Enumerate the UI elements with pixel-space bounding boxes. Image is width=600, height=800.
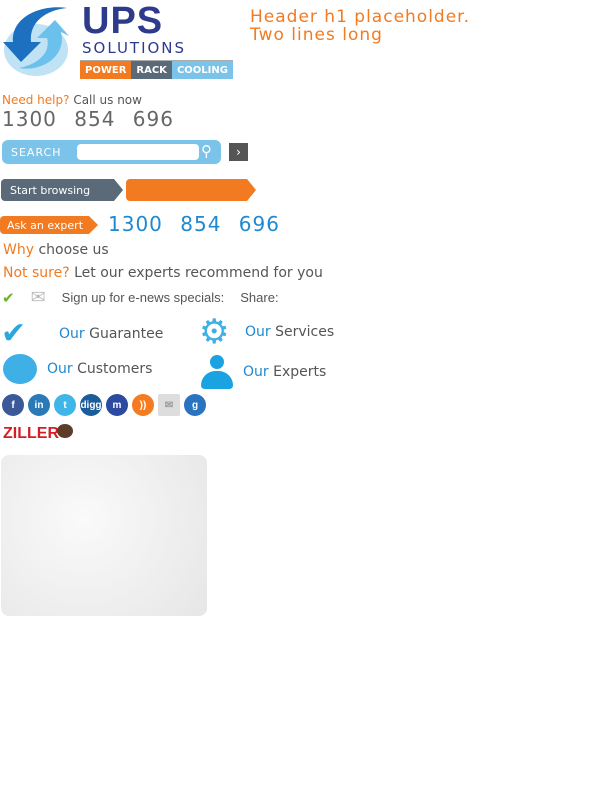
feature-guarantee[interactable]: ✔ Our Guarantee [1,316,163,351]
linkedin-icon[interactable]: in [28,394,50,416]
feature-label: Customers [77,361,153,377]
notsure-prefix: Not sure? [3,265,70,281]
feature-customers[interactable]: Our Customers [3,354,152,384]
help-prefix: Need help? [2,93,70,107]
ziller-logo[interactable]: ZILLER [3,424,73,443]
gear-icon: ⚙ [199,312,230,352]
help-label: Call us now [73,93,142,107]
notsure-text: Let our experts recommend for you [74,265,323,281]
speech-bubble-icon [3,354,37,384]
help-text: Need help? Call us now [2,93,142,107]
tag-cooling: COOLING [171,61,233,79]
feature-prefix: Our [245,324,271,340]
logo-name: UPS [82,0,164,42]
logo-tags: POWER RACK COOLING [80,60,233,79]
google-icon[interactable]: g [184,394,206,416]
signup-link[interactable]: Sign up for e-news specials: [61,290,225,305]
person-icon [201,355,233,389]
title-line-1: Header h1 placeholder. [250,7,471,27]
rss-icon[interactable]: )) [132,394,154,416]
tag-rack: RACK [131,61,172,79]
why-choose-us-heading: Why choose us [3,242,109,259]
tag-power: POWER [80,61,132,79]
search-bar: SEARCH ⚲ [2,140,221,164]
ask-expert-button[interactable]: Ask an expert [0,216,98,234]
expert-phone: 1300 854 696 [108,212,280,236]
signup-row: ✔ ✉ Sign up for e-news specials: Share: [0,287,279,308]
content-placeholder-box [1,455,207,616]
myspace-icon[interactable]: m [106,394,128,416]
page-title: Header h1 placeholder.Two lines long [250,8,470,44]
checkmark-icon: ✔ [1,316,27,351]
digg-icon[interactable]: digg [80,394,102,416]
feature-label: Guarantee [89,325,164,342]
why-prefix: Why [3,242,35,258]
search-icon[interactable]: ⚲ [201,142,212,160]
feature-experts[interactable]: Our Experts [201,355,326,389]
feature-prefix: Our [47,361,73,377]
check-icon: ✔ [2,289,15,307]
phone-number: 1300 854 696 [2,107,174,131]
feature-services[interactable]: ⚙ Our Services [199,312,334,352]
start-browsing-button[interactable]: Start browsing [1,179,123,201]
feature-prefix: Our [59,325,85,342]
browse-dropdown-button[interactable] [126,179,256,201]
logo-subtitle: SOLUTIONS [82,39,187,57]
title-line-2: Two lines long [250,25,383,45]
facebook-icon[interactable]: f [2,394,24,416]
twitter-icon[interactable]: t [54,394,76,416]
chevron-right-icon: › [236,145,241,159]
feature-prefix: Our [243,364,269,380]
email-icon[interactable]: ✉ [30,287,46,307]
search-go-button[interactable]: › [229,143,248,161]
search-label: SEARCH [11,146,62,159]
feature-label: Services [275,324,335,340]
ziller-logo-text: ZILLER [3,425,59,442]
not-sure-heading[interactable]: Not sure? Let our experts recommend for … [3,265,323,282]
share-label: Share: [240,290,279,305]
logo-swirl-icon [1,2,71,78]
feature-label: Experts [273,364,327,380]
why-text: choose us [38,242,109,258]
search-input[interactable] [77,144,199,160]
email-icon[interactable]: ✉ [158,394,180,416]
ziller-mascot-icon [57,424,73,438]
